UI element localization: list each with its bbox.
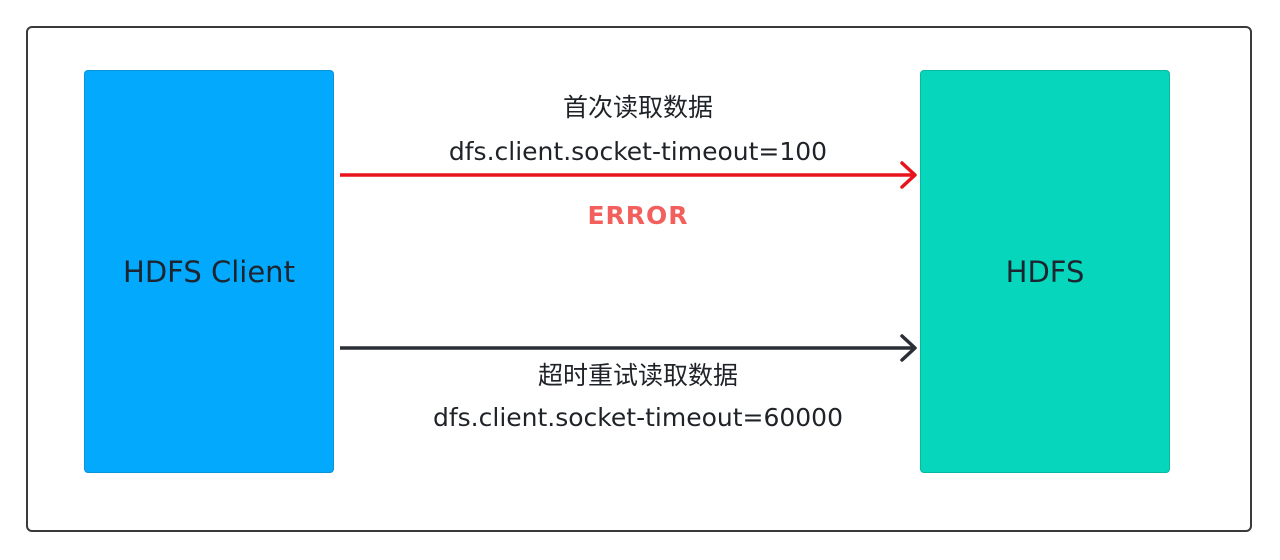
hdfs-server-label: HDFS <box>1005 254 1085 289</box>
first-read-config: dfs.client.socket-timeout=100 <box>448 137 828 166</box>
hdfs-server-box: HDFS <box>920 70 1170 473</box>
retry-read-arrow <box>340 334 917 362</box>
first-read-title: 首次读取数据 <box>562 93 713 122</box>
error-label: ERROR <box>587 201 689 230</box>
retry-read-config: dfs.client.socket-timeout=60000 <box>432 403 843 432</box>
hdfs-client-box: HDFS Client <box>84 70 334 473</box>
retry-read-title: 超时重试读取数据 <box>537 361 738 390</box>
first-read-arrow <box>340 161 917 189</box>
hdfs-client-label: HDFS Client <box>123 254 295 289</box>
